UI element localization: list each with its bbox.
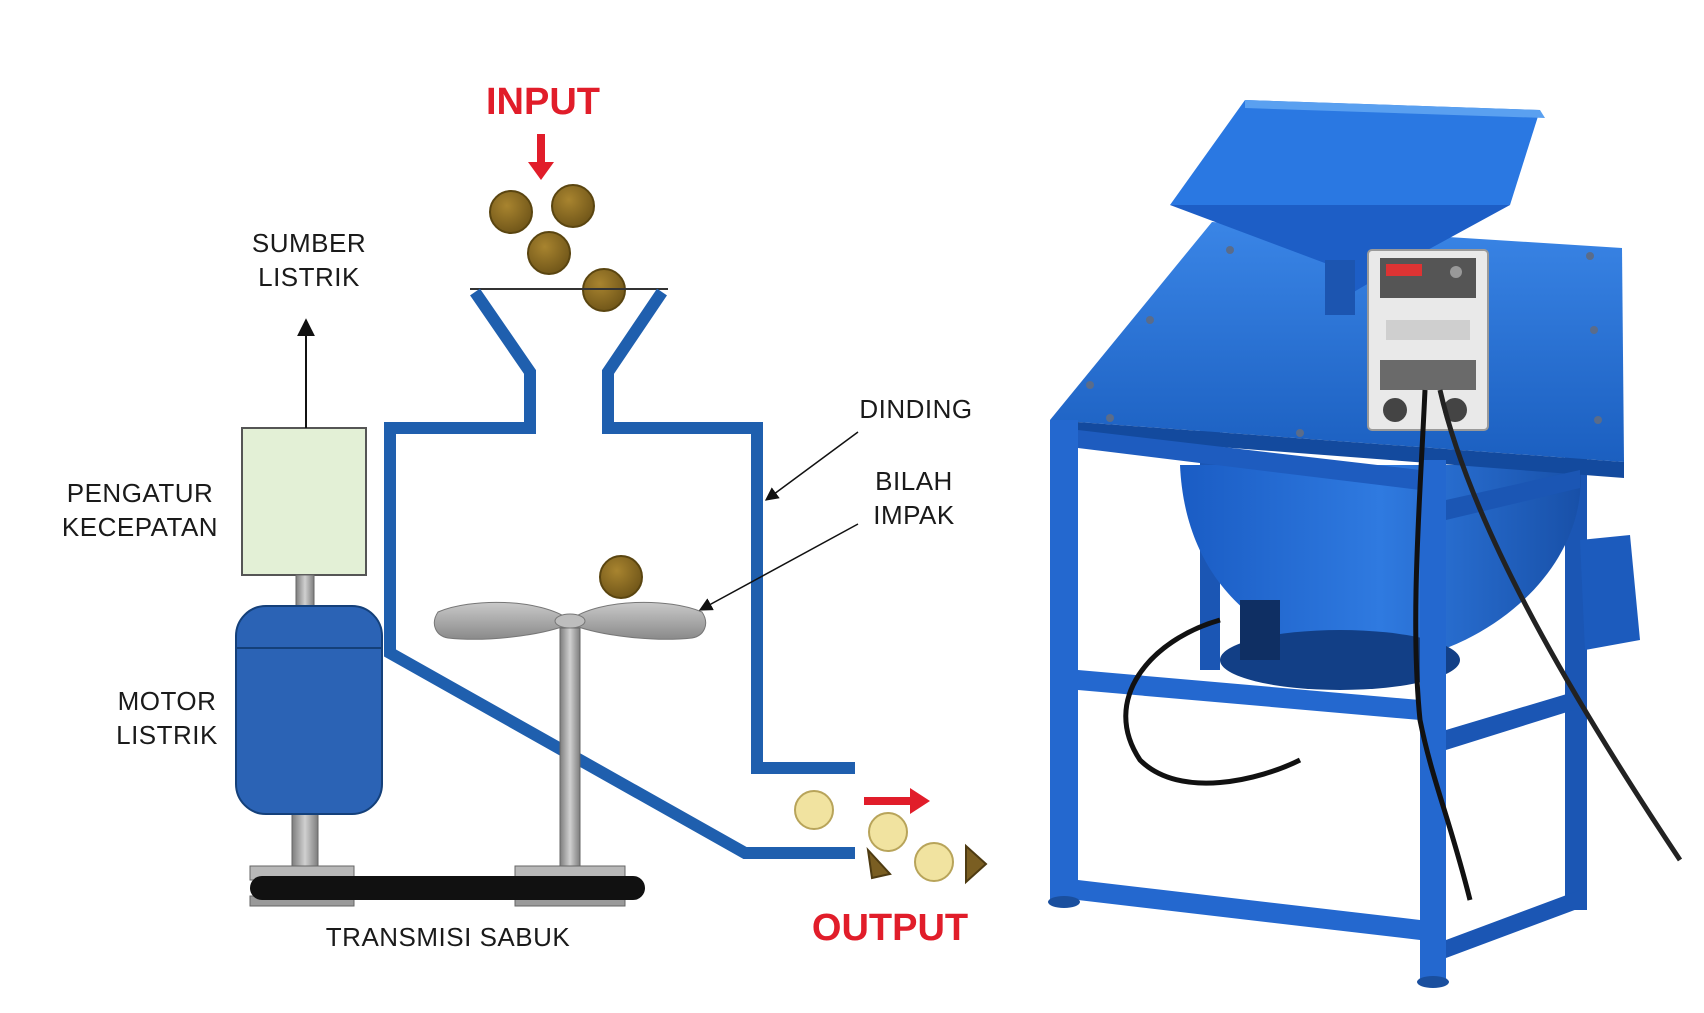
seed-on-blade (599, 555, 643, 599)
hopper-lip (1245, 100, 1545, 118)
motor-cable (1123, 617, 1302, 786)
motor-housing (1240, 600, 1280, 660)
supply-cable (1437, 389, 1683, 862)
side-middle-rail (1446, 690, 1580, 750)
hopper-funnel (1170, 205, 1510, 300)
belt-transmission (249, 865, 645, 907)
machine-wall (384, 288, 855, 859)
motor-top-shaft (295, 574, 315, 610)
front-left-leg (1050, 420, 1078, 900)
inverter-controller (1367, 249, 1489, 431)
electric-motor (235, 605, 383, 815)
speed-controller-label-2: KECEPATAN (62, 512, 218, 542)
speed-controller-label-1: PENGATUR (67, 478, 214, 508)
front-right-leg (1420, 460, 1446, 980)
speed-controller (241, 427, 367, 576)
motor-label-2: LISTRIK (116, 720, 218, 750)
front-middle-rail (1078, 670, 1420, 720)
motor-label-1: MOTOR (118, 686, 217, 716)
blade-pointer (698, 523, 859, 611)
output-label: OUTPUT (812, 907, 968, 949)
input-arrow (528, 134, 554, 180)
power-source-label-2: LISTRIK (258, 262, 360, 292)
blade-label-1: BILAH (875, 466, 953, 496)
output-particles (794, 790, 988, 885)
front-top-rail (1078, 430, 1420, 490)
input-seeds (489, 184, 626, 312)
power-cable (1413, 389, 1473, 901)
motor-bottom-shaft (291, 811, 319, 869)
impact-blade (433, 601, 707, 867)
wall-pointer (764, 431, 859, 501)
hopper-top (1170, 100, 1540, 205)
wall-label: DINDING (859, 394, 972, 424)
side-bottom-rail (1446, 890, 1580, 958)
input-label: INPUT (486, 81, 600, 123)
front-bottom-rail (1078, 880, 1420, 940)
machine-photo (1048, 100, 1683, 988)
output-arrow (864, 788, 930, 814)
power-source-label-1: SUMBER (252, 228, 366, 258)
output-chute (1580, 535, 1640, 650)
table-bolts (1086, 246, 1602, 437)
blade-label-2: IMPAK (873, 500, 955, 530)
belt-label: TRANSMISI SABUK (326, 922, 571, 952)
foot-right (1417, 976, 1449, 988)
foot-left (1048, 896, 1080, 908)
table-edge (1050, 420, 1624, 478)
hopper-neck (1325, 260, 1355, 315)
